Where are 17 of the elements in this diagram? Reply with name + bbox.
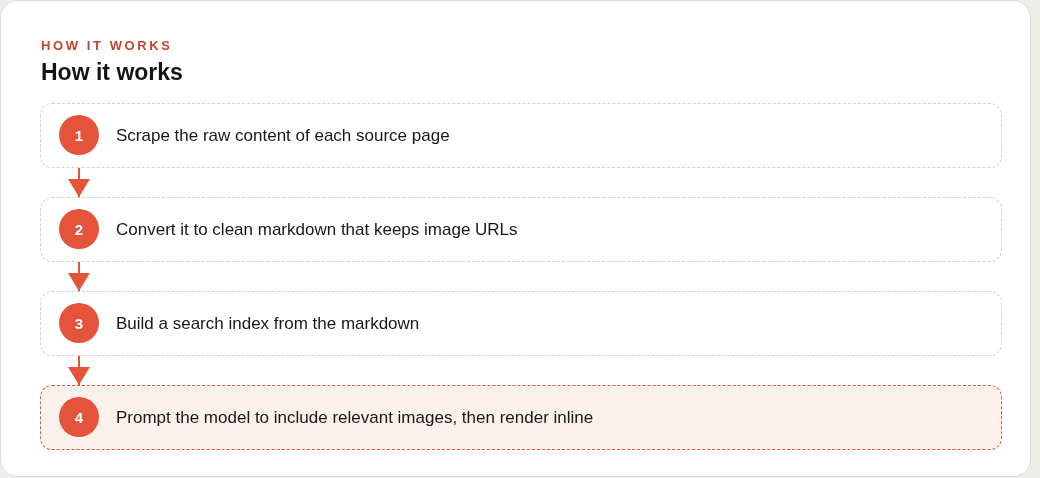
- step-box: [40, 103, 1002, 168]
- step-number: 1: [59, 115, 99, 155]
- step-number: 2: [59, 209, 99, 249]
- arrow: [68, 261, 90, 292]
- arrow: [68, 355, 90, 386]
- step-text: Build a search index from the markdown: [116, 312, 420, 335]
- step-text: Convert it to clean markdown that keeps image URLs: [116, 218, 518, 241]
- heading: How it works: [41, 58, 183, 86]
- step-number: 4: [59, 397, 99, 437]
- step-number: 3: [59, 303, 99, 343]
- eyebrow-label: HOW IT WORKS: [41, 38, 173, 54]
- step-box: [40, 291, 1002, 356]
- step-box: [40, 197, 1002, 262]
- arrow: [68, 167, 90, 198]
- highlighted-step-box: [40, 385, 1002, 450]
- step-text: Scrape the raw content of each source page: [116, 124, 450, 147]
- step-text: Prompt the model to include relevant images, then render inline: [116, 406, 594, 429]
